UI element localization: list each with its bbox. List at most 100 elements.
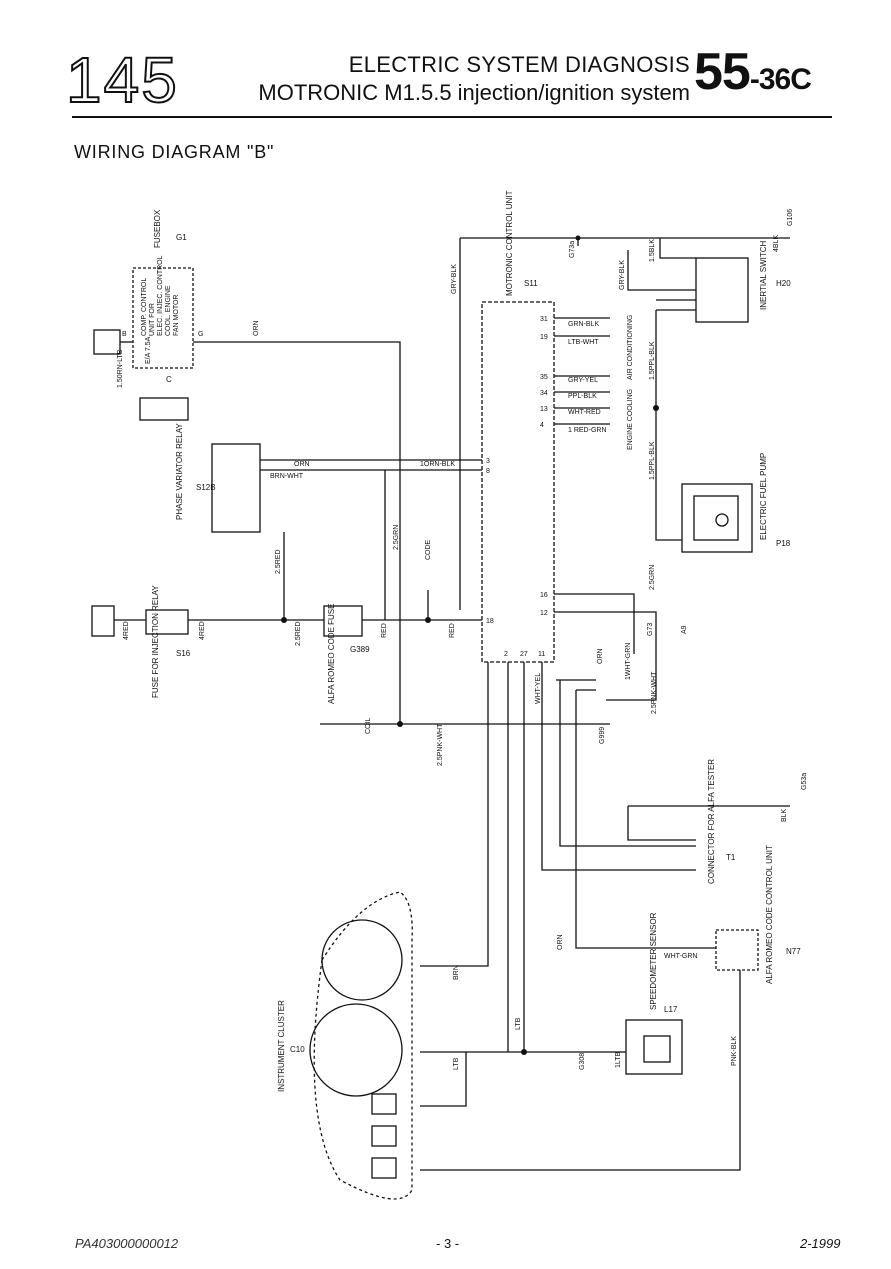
wire-1ltb: 1LTB: [615, 1051, 622, 1068]
fuel-pump-label: ELECTRIC FUEL PUMP: [759, 453, 768, 540]
ground-g53a: G53a: [801, 773, 808, 790]
wire-blk: BLK: [781, 808, 788, 822]
cluster-warning-1: [371, 1093, 397, 1115]
wire-1-5ppl-blk: 1.5PPL-BLK: [649, 341, 656, 380]
ecu-pin-11: 11: [538, 651, 545, 658]
wire-1-5brn-ltb: 1.50RN-LTB: [117, 349, 124, 388]
section-code-number: 55: [694, 43, 751, 101]
speedo-label: SPEEDOMETER SENSOR: [649, 912, 658, 1010]
node-g73: G73: [647, 623, 654, 636]
wire-wht-grn2: WHT-GRN: [664, 953, 697, 960]
wire-brn: BRN: [453, 965, 460, 980]
wire-gry-yel: GRY-YEL: [568, 377, 598, 384]
footer-doc-id: PA403000000012: [75, 1236, 179, 1251]
wire-2-5pnk-wht: 2.5PNK-WHT: [651, 671, 658, 714]
wire-brn-wht: BRN-WHT: [270, 473, 304, 480]
code-unit-box: [715, 929, 759, 971]
speedo-sensor-box: [625, 1019, 683, 1075]
label-eng-cool: ENGINE COOLING: [627, 389, 634, 450]
tester-code: T1: [726, 853, 736, 862]
inertial-label: INERTIAL SWITCH: [759, 240, 768, 310]
fusebox-box: [132, 267, 194, 369]
inertial-code: H20: [776, 279, 791, 288]
wire-gry-blk2: GRY-BLK: [619, 260, 626, 290]
code-fuse-code: G389: [350, 645, 370, 654]
wire-4red: 4RED: [123, 621, 130, 640]
wire-wht-red: WHT-RED: [568, 409, 601, 416]
fusebox-inner-5: FAN MOTOR: [173, 295, 180, 336]
motronic-label: MOTRONIC CONTROL UNIT: [505, 190, 514, 296]
wire-gry-blk: GRY-BLK: [451, 264, 458, 294]
header-rule: [72, 116, 832, 118]
motronic-code: S11: [524, 279, 538, 288]
wire-pnk-blk: PNK-BLK: [731, 1036, 738, 1066]
code-fuse-label: ALFA ROMEO CODE FUSE: [327, 604, 336, 704]
header-title-line2: MOTRONIC M1.5.5 injection/ignition syste…: [258, 80, 690, 105]
ecu-pin-4: 4: [540, 422, 544, 429]
wire-code: CODE: [425, 539, 432, 560]
wire-ltb: LTB: [515, 1017, 522, 1030]
footer-page: - 3 -: [436, 1236, 460, 1251]
wire-ltb-wht: LTB-WHT: [568, 339, 599, 346]
fusebox-inner-3: ELEC. INJEC. CONTROL: [157, 255, 164, 336]
fusebox-inner-1: COMP. CONTROL: [141, 278, 148, 336]
ecu-pin-3: 3: [486, 458, 490, 465]
fusebox-inner-2: UNIT FOR: [149, 303, 156, 336]
wire-coil: COIL: [365, 718, 372, 734]
tachometer-dial: [321, 919, 403, 1001]
speedo-sensor-inner: [643, 1035, 671, 1063]
wire-red-grn: 1 RED-GRN: [568, 427, 607, 434]
wire-orn4: ORN: [557, 934, 564, 950]
code-fuse-box: [323, 605, 363, 637]
code-unit-label: ALFA ROMEO CODE CONTROL UNIT: [765, 845, 774, 984]
cluster-warning-3: [371, 1157, 397, 1179]
pin-b: B: [122, 331, 127, 338]
ecu-pin-16: 16: [540, 592, 548, 599]
ecu-pin-35: 35: [540, 374, 548, 381]
section-code: 55-36C: [694, 42, 812, 102]
wire-orn2: ORN: [294, 461, 310, 468]
wire-2-5red2: 2.5RED: [295, 621, 302, 646]
inertial-switch-box: [695, 257, 749, 323]
pin-a9: A9: [681, 625, 688, 634]
cluster-warning-2: [371, 1125, 397, 1147]
phase-relay-box: [211, 443, 261, 533]
wire-2-5red: 2.5RED: [275, 549, 282, 574]
node-g73a: G73a: [569, 241, 576, 258]
model-logo-text: 145: [66, 50, 179, 110]
inj-fuse-code: S16: [176, 649, 191, 658]
wire-grn-blk: GRN-BLK: [568, 321, 599, 328]
fuel-pump-box: [681, 483, 753, 553]
wire-2-5grn2: 2.5GRN: [649, 565, 656, 590]
wire-red2: RED: [449, 623, 456, 638]
wire-wht-yel: WHT-YEL: [535, 673, 542, 704]
section-title: WIRING DIAGRAM "B": [74, 142, 275, 162]
phase-relay-code: S12B: [196, 483, 216, 492]
ecu-pin-34: 34: [540, 390, 548, 397]
ecu-pin-31: 31: [540, 316, 548, 323]
fuel-pump-motor: [715, 513, 729, 527]
ecu-pin-12: 12: [540, 610, 548, 617]
header-title-line1: ELECTRIC SYSTEM DIAGNOSIS: [348, 52, 690, 77]
ecu-pin-2: 2: [504, 651, 508, 658]
fusebox-label: FUSEBOX: [153, 209, 162, 248]
fuel-pump-inner: [693, 495, 739, 541]
ecu-pin-13: 13: [540, 406, 548, 413]
cluster-label: INSTRUMENT CLUSTER: [277, 1000, 286, 1092]
fuel-pump-code: P18: [776, 539, 791, 548]
inj-relay-fuse-box: [145, 609, 189, 635]
battery-box: [91, 605, 115, 637]
label-air-cond: AIR CONDITIONING: [627, 315, 634, 380]
instrument-cluster-outline: [313, 891, 413, 1200]
fuse-rating: E/A 7.5A: [145, 336, 152, 364]
node-g999: G999: [599, 727, 606, 744]
cluster-code: C10: [290, 1045, 305, 1054]
model-logo: 145: [65, 43, 216, 117]
ecu-pin-27: 27: [520, 651, 528, 658]
tester-label: CONNECTOR FOR ALFA TESTER: [707, 759, 716, 884]
wire-1-5ppl-blk2: 1.5PPL-BLK: [649, 441, 656, 480]
motronic-unit-box: [481, 301, 555, 663]
wire-2-5pnk-wht2: 2.5PNK-WHT: [437, 723, 444, 766]
wire-2-5grn: 2.5GRN: [393, 525, 400, 550]
